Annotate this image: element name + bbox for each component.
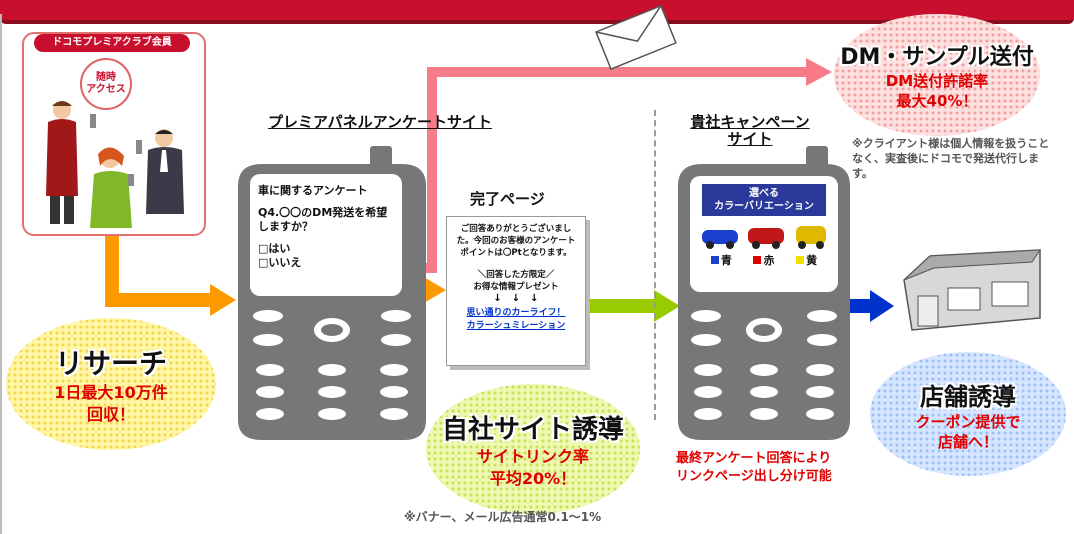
color-blue-label: 青: [720, 254, 732, 267]
color-yellow-item: 黄: [796, 254, 817, 268]
color-legend: 青 赤 黄: [700, 254, 828, 268]
access-badge: 随時 アクセス: [80, 58, 132, 110]
dm-title: DM・サンプル送付: [840, 45, 1034, 70]
color-red-swatch: [753, 256, 762, 264]
top-banner-bar: [0, 0, 1074, 24]
survey-title: 車に関するアンケート: [258, 184, 368, 197]
survey-question: Q4.〇〇のDM発送を希望しますか？: [258, 206, 388, 233]
link-color-sim[interactable]: カラーシュミレーション: [466, 321, 566, 331]
research-line1: 1日最大10万件: [54, 383, 168, 402]
dashed-divider: [654, 110, 656, 420]
car-blue-icon: [702, 230, 738, 249]
store-title: 店舗誘導: [920, 382, 1016, 411]
envelope-icon: [595, 4, 677, 71]
arrow-complete-to-campaign-head: [654, 290, 680, 322]
own-site-line2: 平均20%！: [489, 468, 577, 488]
campaign-note-line1: 最終アンケート回答により: [676, 451, 832, 466]
dm-line1: DM送付許諾率: [885, 72, 989, 90]
arrow-panel-to-complete-head: [422, 276, 446, 304]
dm-line2: 最大40%！: [896, 92, 978, 110]
member-title: ドコモプレミアクラブ会員: [34, 34, 190, 52]
option-yes[interactable]: □はい: [258, 242, 291, 255]
own-site-line1: サイトリンク率: [476, 446, 589, 466]
color-red-item: 赤: [753, 254, 774, 268]
car-red-icon: [748, 228, 784, 249]
research-line2: 回収！: [86, 405, 135, 424]
store-line2: 店舗へ！: [937, 432, 998, 451]
dm-blob: DM・サンプル送付 DM送付許諾率 最大40%！: [834, 14, 1040, 136]
color-blue-swatch: [710, 256, 719, 264]
store-blob: 店舗誘導 クーポン提供で 店舗へ！: [870, 352, 1066, 476]
research-blob: リサーチ 1日最大10万件 回収！: [6, 318, 216, 450]
research-title: リサーチ: [54, 347, 167, 380]
color-red-label: 赤: [763, 254, 775, 267]
car-images: [702, 226, 826, 249]
footnote: ※バナー、メール広告通常0.1〜1%: [404, 510, 602, 524]
complete-message: ご回答ありがとうございました。今回のお客様のアンケートポイントは〇Ptとなります…: [456, 224, 576, 258]
campaign-site-title: 貴社キャンペーン サイト: [690, 113, 810, 148]
color-yellow-swatch: [796, 256, 805, 264]
store-building-icon: [903, 249, 1041, 331]
arrow-panel-to-dm-head: [806, 58, 832, 86]
campaign-note: 最終アンケート回答により リンクページ出し分け可能: [676, 450, 832, 486]
campaign-screen: 選べる カラーバリエーション 青 赤 黄: [690, 176, 838, 292]
panel-screen: 車に関するアンケート Q4.〇〇のDM発送を希望しますか？ □はい □いいえ: [250, 174, 402, 296]
promo-arrows: ↓ ↓ ↓: [493, 293, 539, 304]
link-carlife[interactable]: 思い通りのカーライフ！: [466, 308, 566, 318]
campaign-note-line2: リンクページ出し分け可能: [676, 469, 832, 484]
people-illustration: [46, 101, 184, 228]
dm-note: ※クライアント様は個人情報を扱うことなく、実査後にドコモで発送代行します。: [852, 137, 1050, 180]
own-site-blob: 自社サイト誘導 サイトリンク率 平均20%！: [426, 384, 640, 514]
option-no[interactable]: □いいえ: [258, 256, 302, 269]
panel-site-title: プレミアパネルアンケートサイト: [267, 113, 493, 131]
color-variation-banner: 選べる カラーバリエーション: [702, 184, 826, 216]
store-line1: クーポン提供で: [915, 412, 1021, 431]
color-yellow-label: 黄: [806, 254, 818, 267]
car-yellow-icon: [796, 226, 826, 249]
own-site-title: 自社サイト誘導: [441, 414, 624, 445]
arrow-member-to-panel: [105, 232, 212, 307]
frame-left-border: [0, 14, 2, 534]
color-blue-item: 青: [710, 254, 732, 268]
complete-page-title: 完了ページ: [470, 190, 545, 208]
complete-page-card: ご回答ありがとうございました。今回のお客様のアンケートポイントは〇Ptとなります…: [446, 216, 586, 366]
promo-text: ＼回答した方限定／ お得な情報プレゼント: [473, 270, 559, 292]
arrow-member-to-panel-head: [210, 284, 236, 316]
arrow-campaign-to-store-head: [870, 290, 894, 322]
